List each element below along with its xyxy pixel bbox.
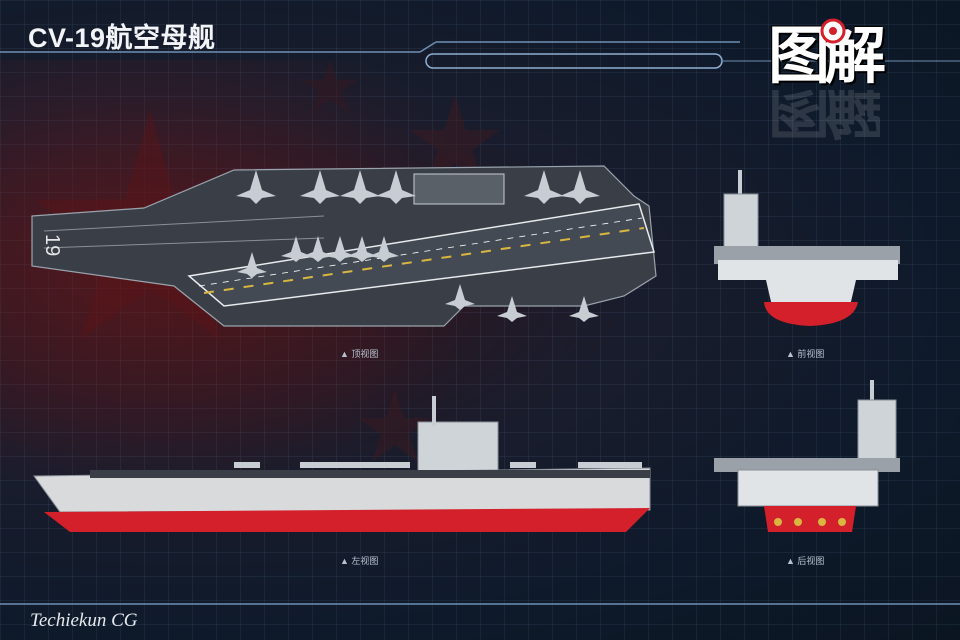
rear-island xyxy=(857,399,897,461)
angled-deck xyxy=(187,203,655,307)
credit-text: Techiekun CG xyxy=(30,610,138,631)
header-frame xyxy=(0,41,960,69)
logo-reflection: 图解 xyxy=(768,90,881,145)
star-shape xyxy=(410,95,500,184)
brand-logo: 图解 图解 xyxy=(768,14,928,145)
front-hull-red xyxy=(764,302,858,326)
rear-mast xyxy=(870,380,874,410)
side-island xyxy=(417,421,499,475)
top-view-caption: ▲ 顶视图 xyxy=(340,349,379,359)
front-mast xyxy=(738,170,742,200)
side-aircraft xyxy=(234,462,642,468)
side-mast xyxy=(432,396,436,426)
top-view-carrier: 19 xyxy=(31,165,657,327)
propeller-group xyxy=(774,518,846,526)
side-view-caption: ▲ 左视图 xyxy=(340,556,379,566)
star-shape xyxy=(358,390,432,462)
island-structure xyxy=(413,173,505,205)
front-view-caption: ▲ 前视图 xyxy=(786,349,825,359)
front-view-carrier xyxy=(714,170,900,326)
side-view-carrier xyxy=(33,396,651,532)
aircraft-group xyxy=(236,170,600,322)
footer-frame xyxy=(0,603,960,605)
flight-deck xyxy=(31,165,657,327)
star-shape xyxy=(302,60,358,112)
target-icon xyxy=(820,18,846,44)
rear-view-caption: ▲ 后视图 xyxy=(786,556,825,566)
page-title: CV-19航空母舰 xyxy=(28,23,216,53)
front-hull xyxy=(766,280,856,306)
hull-number: 19 xyxy=(41,234,63,256)
side-hull-red xyxy=(44,508,650,532)
rear-view-carrier xyxy=(714,380,900,532)
rear-hull-red xyxy=(764,506,856,532)
front-island xyxy=(723,193,759,251)
